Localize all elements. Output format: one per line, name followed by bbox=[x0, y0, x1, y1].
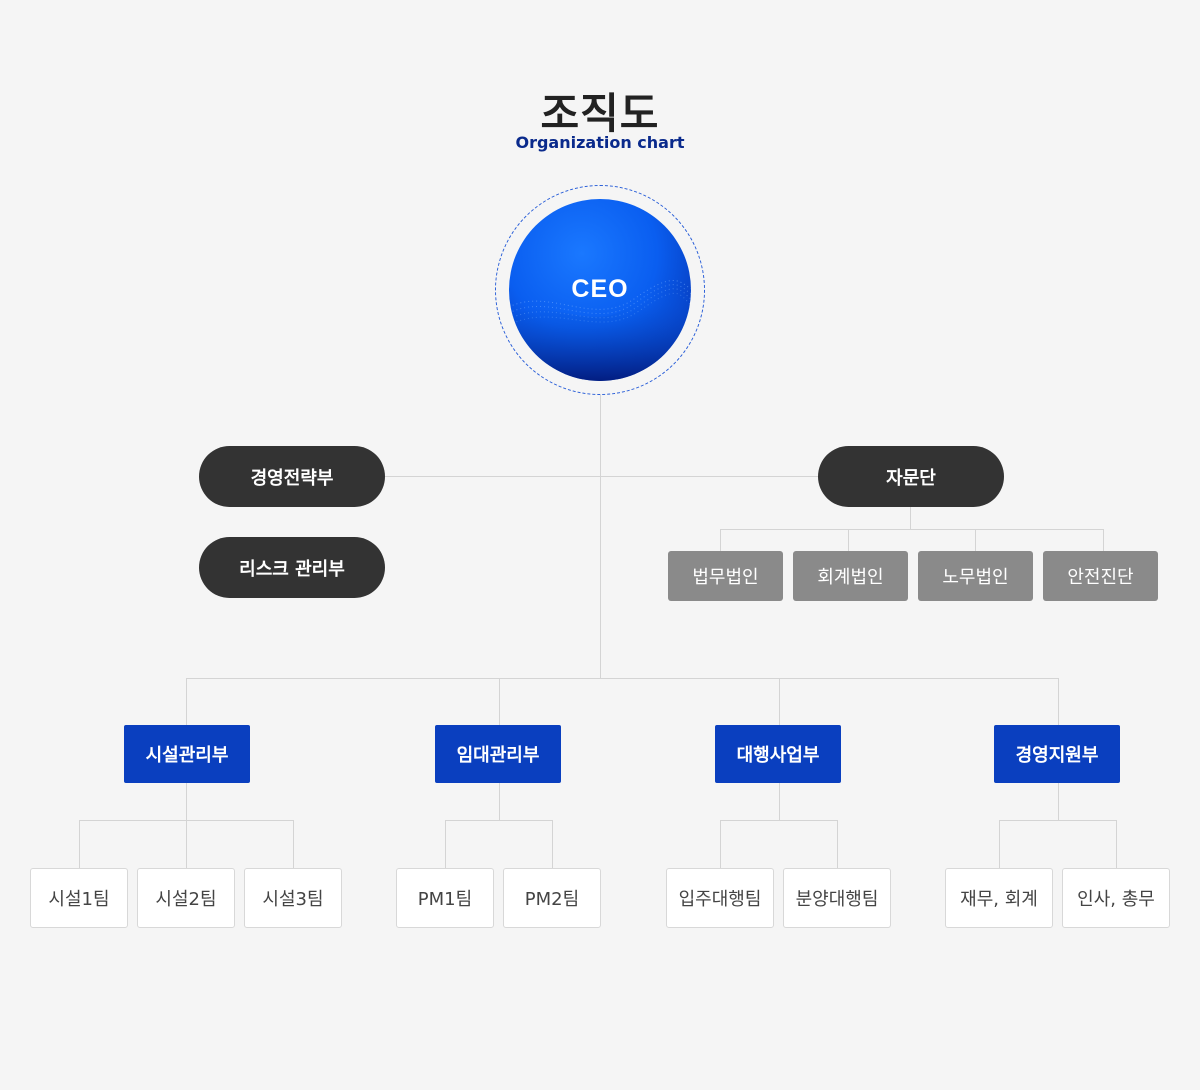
team-node[interactable]: 분양대행팀 bbox=[783, 868, 891, 928]
ceo-node[interactable]: CEO bbox=[509, 199, 691, 381]
advisory-item-law[interactable]: 법무법인 bbox=[668, 551, 783, 601]
team-node[interactable]: PM2팀 bbox=[503, 868, 601, 928]
team-node[interactable]: 재무, 회계 bbox=[945, 868, 1053, 928]
team-node[interactable]: 입주대행팀 bbox=[666, 868, 774, 928]
team-node[interactable]: 인사, 총무 bbox=[1062, 868, 1170, 928]
dept-facility[interactable]: 시설관리부 bbox=[124, 725, 250, 783]
ceo-wave-pattern bbox=[509, 280, 691, 381]
strategy-dept-node[interactable]: 경영전략부 bbox=[199, 446, 385, 507]
advisory-item-accounting[interactable]: 회계법인 bbox=[793, 551, 908, 601]
ceo-ring bbox=[495, 185, 705, 395]
advisory-node[interactable]: 자문단 bbox=[818, 446, 1004, 507]
team-node[interactable]: 시설1팀 bbox=[30, 868, 128, 928]
dept-lease[interactable]: 임대관리부 bbox=[435, 725, 561, 783]
dept-agency[interactable]: 대행사업부 bbox=[715, 725, 841, 783]
team-node[interactable]: 시설3팀 bbox=[244, 868, 342, 928]
risk-dept-node[interactable]: 리스크 관리부 bbox=[199, 537, 385, 598]
team-node[interactable]: 시설2팀 bbox=[137, 868, 235, 928]
advisory-item-safety[interactable]: 안전진단 bbox=[1043, 551, 1158, 601]
team-node[interactable]: PM1팀 bbox=[396, 868, 494, 928]
dept-support[interactable]: 경영지원부 bbox=[994, 725, 1120, 783]
ceo-label: CEO bbox=[571, 274, 629, 303]
advisory-item-labor[interactable]: 노무법인 bbox=[918, 551, 1033, 601]
page-subtitle: Organization chart bbox=[515, 133, 685, 152]
page-title: 조직도 bbox=[540, 89, 660, 138]
